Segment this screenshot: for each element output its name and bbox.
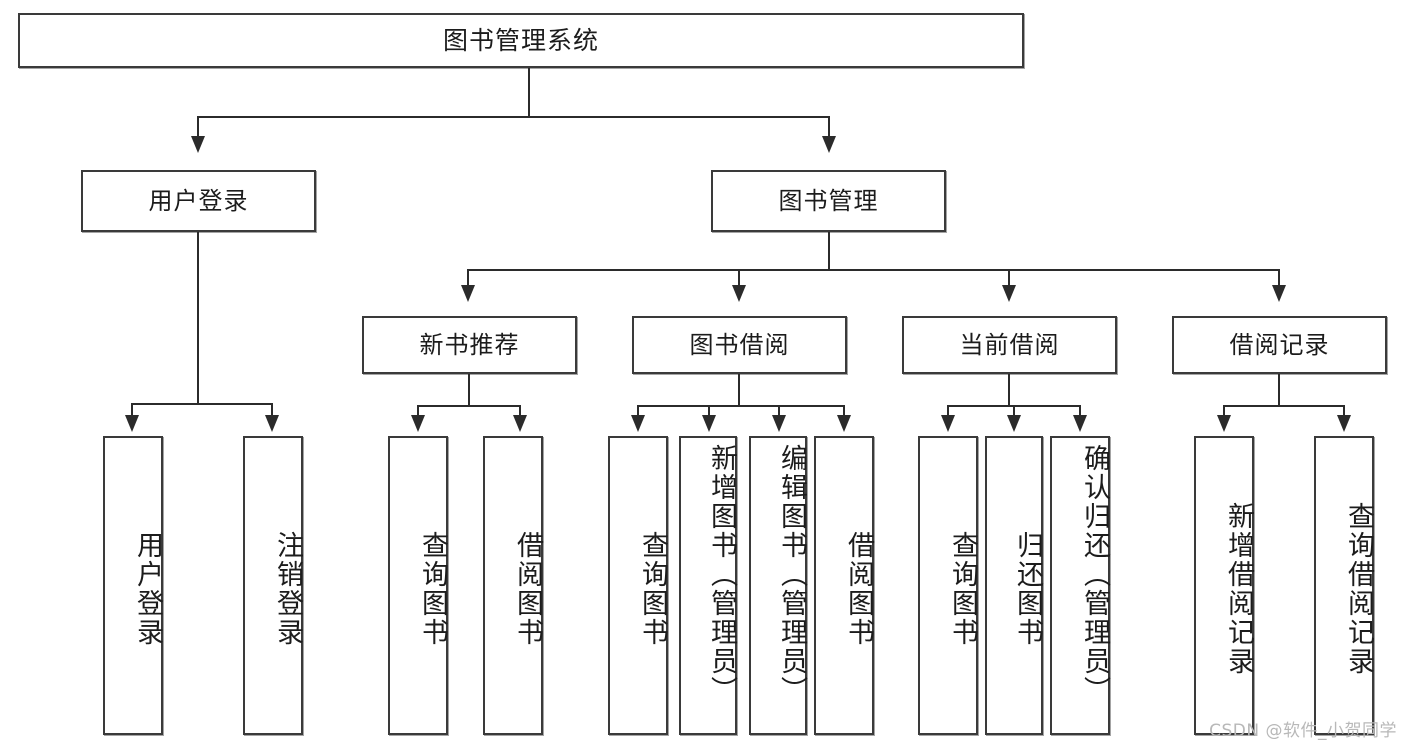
edge-recommend-bus xyxy=(417,405,520,407)
leaf-records-query-record[interactable]: 查询借阅记录 xyxy=(1314,436,1374,735)
edge-records-to-add xyxy=(1223,405,1225,417)
leaf-records-add-record[interactable]: 新增借阅记录 xyxy=(1194,436,1254,735)
edge-book-mgmt-to-current xyxy=(1008,269,1010,287)
arrow-to-book-mgmt xyxy=(822,136,836,153)
arrow-to-book-borrow xyxy=(732,285,746,302)
leaf-borrow-lend-book[interactable]: 借阅图书 xyxy=(814,436,874,735)
edge-recommend-to-query xyxy=(417,405,419,417)
node-label: 当前借阅 xyxy=(959,330,1060,359)
leaf-user-login[interactable]: 用户登录 xyxy=(103,436,163,735)
node-label: 查询借阅记录 xyxy=(1343,501,1374,676)
node-book-management[interactable]: 图书管理 xyxy=(711,170,946,232)
edge-book-mgmt-stem xyxy=(828,232,830,270)
edge-book-mgmt-to-borrow xyxy=(738,269,740,287)
edge-book-mgmt-bus xyxy=(468,269,1280,271)
node-new-book-recommend[interactable]: 新书推荐 xyxy=(362,316,577,374)
leaf-borrow-query-book[interactable]: 查询图书 xyxy=(608,436,668,735)
node-label: 归还图书 xyxy=(1012,530,1043,647)
node-borrow-records[interactable]: 借阅记录 xyxy=(1172,316,1387,374)
node-label: 新增图书（管理员） xyxy=(706,444,737,705)
leaf-logout[interactable]: 注销登录 xyxy=(243,436,303,735)
leaf-current-return-book[interactable]: 归还图书 xyxy=(985,436,1043,735)
arrow-to-leaf-user-login xyxy=(125,415,139,432)
node-label: 图书管理 xyxy=(778,186,879,215)
node-label: 图书借阅 xyxy=(689,330,790,359)
arrow-borrow-edit-book xyxy=(772,415,786,432)
edge-borrow-to-add xyxy=(708,405,710,417)
arrow-recommend-borrow-book xyxy=(513,415,527,432)
arrow-current-confirm-return xyxy=(1073,415,1087,432)
leaf-borrow-add-book[interactable]: 新增图书（管理员） xyxy=(679,436,737,735)
arrow-to-new-book-recommend xyxy=(461,285,475,302)
edge-user-login-bus xyxy=(132,403,272,405)
node-label: 用户登录 xyxy=(148,186,249,215)
edge-borrow-to-edit xyxy=(778,405,780,417)
arrow-records-query-record xyxy=(1337,415,1351,432)
edge-user-login-stem xyxy=(197,232,199,404)
node-label: 注销登录 xyxy=(272,530,303,647)
arrow-to-leaf-logout xyxy=(265,415,279,432)
edge-root-stem xyxy=(528,68,530,117)
arrow-current-return-book xyxy=(1007,415,1021,432)
leaf-current-confirm-return[interactable]: 确认归还（管理员） xyxy=(1050,436,1110,735)
node-label: 查询图书 xyxy=(417,530,448,647)
node-current-borrow[interactable]: 当前借阅 xyxy=(902,316,1117,374)
arrow-to-borrow-records xyxy=(1272,285,1286,302)
edge-current-to-confirm xyxy=(1079,405,1081,417)
edge-current-to-return xyxy=(1013,405,1015,417)
edge-borrow-to-lend xyxy=(843,405,845,417)
arrow-borrow-query-book xyxy=(631,415,645,432)
node-label: 确认归还（管理员） xyxy=(1079,444,1110,705)
node-book-borrow[interactable]: 图书借阅 xyxy=(632,316,847,374)
node-label: 新书推荐 xyxy=(419,330,520,359)
leaf-recommend-borrow-book[interactable]: 借阅图书 xyxy=(483,436,543,735)
node-label: 借阅图书 xyxy=(512,530,543,647)
node-label: 查询图书 xyxy=(947,530,978,647)
edge-recommend-to-borrow xyxy=(519,405,521,417)
edge-current-to-query xyxy=(947,405,949,417)
node-label: 借阅记录 xyxy=(1229,330,1330,359)
node-label: 图书管理系统 xyxy=(442,25,599,55)
arrow-borrow-lend-book xyxy=(837,415,851,432)
node-root-system[interactable]: 图书管理系统 xyxy=(18,13,1024,68)
node-label: 新增借阅记录 xyxy=(1223,501,1254,676)
edge-user-login-to-leaf-2 xyxy=(271,403,273,417)
edge-records-stem xyxy=(1278,374,1280,406)
edge-root-to-user-login xyxy=(197,116,199,138)
arrow-recommend-query-book xyxy=(411,415,425,432)
edge-borrow-stem xyxy=(738,374,740,406)
edge-recommend-stem xyxy=(468,374,470,406)
leaf-borrow-edit-book[interactable]: 编辑图书（管理员） xyxy=(749,436,807,735)
arrow-borrow-add-book xyxy=(702,415,716,432)
edge-book-mgmt-to-records xyxy=(1278,269,1280,287)
node-user-login[interactable]: 用户登录 xyxy=(81,170,316,232)
edge-borrow-bus xyxy=(637,405,844,407)
node-label: 用户登录 xyxy=(132,530,163,647)
edge-borrow-to-query xyxy=(637,405,639,417)
edge-root-bus xyxy=(198,116,830,118)
leaf-current-query-book[interactable]: 查询图书 xyxy=(918,436,978,735)
node-label: 借阅图书 xyxy=(843,530,874,647)
node-label: 编辑图书（管理员） xyxy=(776,444,807,705)
edge-root-to-book-mgmt xyxy=(828,116,830,138)
edge-user-login-to-leaf-1 xyxy=(131,403,133,417)
leaf-recommend-query-book[interactable]: 查询图书 xyxy=(388,436,448,735)
arrow-to-current-borrow xyxy=(1002,285,1016,302)
arrow-records-add-record xyxy=(1217,415,1231,432)
arrow-current-query-book xyxy=(941,415,955,432)
edge-book-mgmt-to-recommend xyxy=(467,269,469,287)
arrow-to-user-login xyxy=(191,136,205,153)
node-label: 查询图书 xyxy=(637,530,668,647)
edge-records-to-query xyxy=(1343,405,1345,417)
edge-records-bus xyxy=(1223,405,1344,407)
edge-current-stem xyxy=(1008,374,1010,406)
